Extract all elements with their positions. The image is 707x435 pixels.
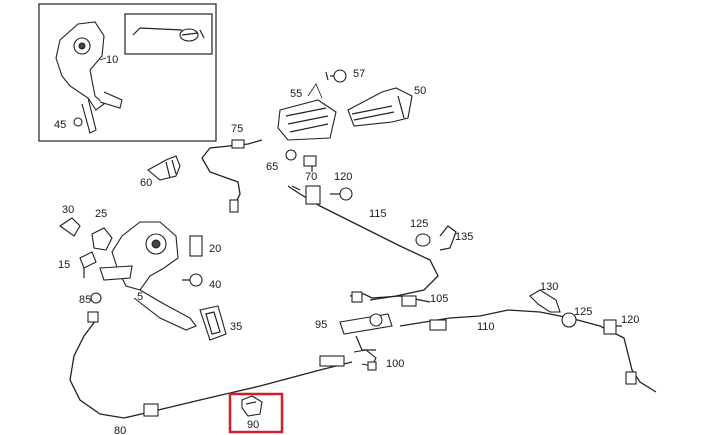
label-110: 110 bbox=[477, 321, 495, 333]
pedal-assembly bbox=[59, 217, 227, 341]
label-60: 60 bbox=[140, 177, 152, 189]
part-75-cable bbox=[201, 139, 263, 213]
label-40: 40 bbox=[209, 279, 221, 291]
label-130: 130 bbox=[540, 281, 558, 293]
part-110-cable bbox=[399, 309, 657, 393]
label-90: 90 bbox=[247, 419, 259, 431]
label-120-upper: 120 bbox=[334, 171, 352, 183]
equalizer-95-105 bbox=[339, 291, 431, 351]
label-10: 10 bbox=[106, 54, 118, 66]
label-15: 15 bbox=[58, 259, 70, 271]
parts-125-135 bbox=[415, 225, 457, 251]
label-95: 95 bbox=[315, 319, 327, 331]
label-35: 35 bbox=[230, 321, 242, 333]
label-105: 105 bbox=[430, 293, 448, 305]
label-70: 70 bbox=[305, 171, 317, 183]
part-80-cable bbox=[69, 311, 353, 419]
label-80: 80 bbox=[114, 425, 126, 435]
label-125-lower: 125 bbox=[574, 306, 592, 318]
label-45: 45 bbox=[54, 119, 66, 131]
label-5: 5 bbox=[137, 291, 143, 303]
label-30: 30 bbox=[62, 204, 74, 216]
part-90 bbox=[241, 395, 263, 417]
part-100 bbox=[353, 349, 377, 371]
label-100: 100 bbox=[386, 358, 404, 370]
inset-box bbox=[38, 3, 217, 142]
part-60-bracket bbox=[147, 155, 181, 181]
label-120-lower: 120 bbox=[621, 314, 639, 326]
handle-assembly bbox=[277, 69, 413, 141]
label-25: 25 bbox=[95, 208, 107, 220]
label-75: 75 bbox=[231, 123, 243, 135]
label-20: 20 bbox=[209, 243, 221, 255]
label-57: 57 bbox=[353, 68, 365, 80]
label-50: 50 bbox=[414, 85, 426, 97]
parts-65-70 bbox=[285, 149, 317, 172]
part-115-cable bbox=[287, 185, 439, 301]
label-125-upper: 125 bbox=[410, 218, 428, 230]
label-115: 115 bbox=[369, 208, 387, 220]
parts-130-125-120 bbox=[529, 289, 622, 335]
callout-labels: 10 45 55 57 50 75 60 65 70 120 115 125 1… bbox=[54, 54, 639, 435]
highlight-box-90 bbox=[228, 392, 284, 434]
label-55: 55 bbox=[290, 88, 302, 100]
label-85: 85 bbox=[79, 294, 91, 306]
label-65: 65 bbox=[266, 161, 278, 173]
label-135: 135 bbox=[455, 231, 473, 243]
